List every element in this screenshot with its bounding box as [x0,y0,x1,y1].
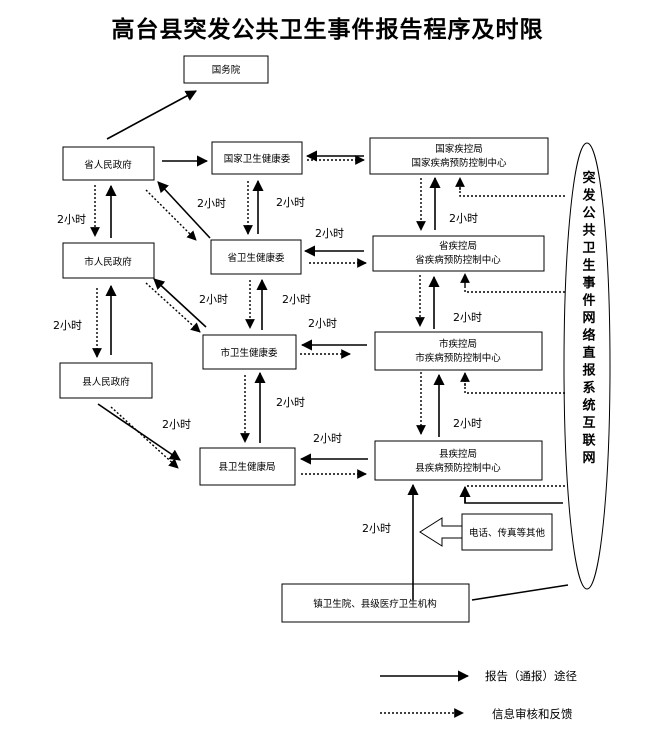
svg-text:2小时: 2小时 [282,293,311,306]
node-province-gov: 省人民政府 [62,146,155,181]
svg-text:2小时: 2小时 [315,227,344,240]
svg-text:2小时: 2小时 [453,417,482,430]
svg-text:电话、传真等其他: 电话、传真等其他 [469,527,546,539]
svg-text:2小时: 2小时 [453,311,482,324]
svg-text:国家疾病预防控制中心: 国家疾病预防控制中心 [411,157,507,169]
node-city-gov: 市人民政府 [62,242,155,279]
legend-dotted-label: 信息审核和反馈 [492,707,573,721]
svg-text:国务院: 国务院 [212,64,241,76]
time-labels: 2小时 2小时 2小时 2小时 2小时 2小时 2小时 2小时 2小时 2小时 … [53,196,482,535]
svg-text:省疾病预防控制中心: 省疾病预防控制中心 [415,254,501,266]
node-province-hc: 省卫生健康委 [210,239,302,275]
svg-text:县卫生健康局: 县卫生健康局 [218,461,275,473]
svg-text:省卫生健康委: 省卫生健康委 [227,252,285,264]
network-label: 突发公共卫生事件网络直报系统互联网 [581,170,596,466]
svg-text:市人民政府: 市人民政府 [84,256,132,268]
node-county-cdc: 县疾控局 县疾病预防控制中心 [374,440,543,481]
node-national-hc: 国家卫生健康委 [211,141,303,175]
node-city-cdc: 市疾控局 市疾病预防控制中心 [374,331,543,371]
svg-text:市卫生健康委: 市卫生健康委 [220,347,278,359]
node-county-hc: 县卫生健康局 [199,447,296,486]
svg-text:2小时: 2小时 [276,196,305,209]
hollow-arrow-icon [419,517,463,547]
node-national-cdc: 国家疾控局 国家疾病预防控制中心 [369,137,549,175]
svg-text:国家卫生健康委: 国家卫生健康委 [224,153,291,165]
svg-text:2小时: 2小时 [162,418,191,431]
svg-text:市疾控局: 市疾控局 [439,338,477,350]
node-local-institutions: 镇卫生院、县级医疗卫生机构 [281,583,470,623]
svg-text:2小时: 2小时 [57,213,86,226]
svg-text:2小时: 2小时 [53,319,82,332]
node-county-gov: 县人民政府 [59,362,153,399]
svg-text:省疾控局: 省疾控局 [439,240,477,252]
feedback-arrows [90,155,565,487]
report-arrows [97,90,569,601]
legend-solid-label: 报告（通报）途径 [485,669,577,683]
network-ellipse [563,142,611,590]
legend: 报告（通报）途径 信息审核和反馈 [380,669,577,721]
svg-text:2小时: 2小时 [313,432,342,445]
svg-text:镇卫生院、县级医疗卫生机构: 镇卫生院、县级医疗卫生机构 [313,598,437,610]
node-phone-fax: 电话、传真等其他 [461,513,553,551]
node-province-cdc: 省疾控局 省疾病预防控制中心 [372,235,545,272]
node-city-hc: 市卫生健康委 [202,334,297,370]
svg-text:2小时: 2小时 [199,293,228,306]
node-state-council: 国务院 [183,55,269,84]
svg-text:市疾病预防控制中心: 市疾病预防控制中心 [415,352,501,364]
svg-text:国家疾控局: 国家疾控局 [435,143,483,155]
svg-text:县疾控局: 县疾控局 [439,448,477,460]
svg-text:县疾病预防控制中心: 县疾病预防控制中心 [415,462,501,474]
page-title: 高台县突发公共卫生事件报告程序及时限 [111,16,544,43]
svg-text:2小时: 2小时 [197,197,226,210]
svg-text:2小时: 2小时 [276,396,305,409]
svg-text:2小时: 2小时 [308,317,337,330]
svg-text:2小时: 2小时 [362,522,391,535]
svg-text:县人民政府: 县人民政府 [82,376,130,388]
svg-text:省人民政府: 省人民政府 [84,159,132,171]
svg-text:2小时: 2小时 [449,212,478,225]
